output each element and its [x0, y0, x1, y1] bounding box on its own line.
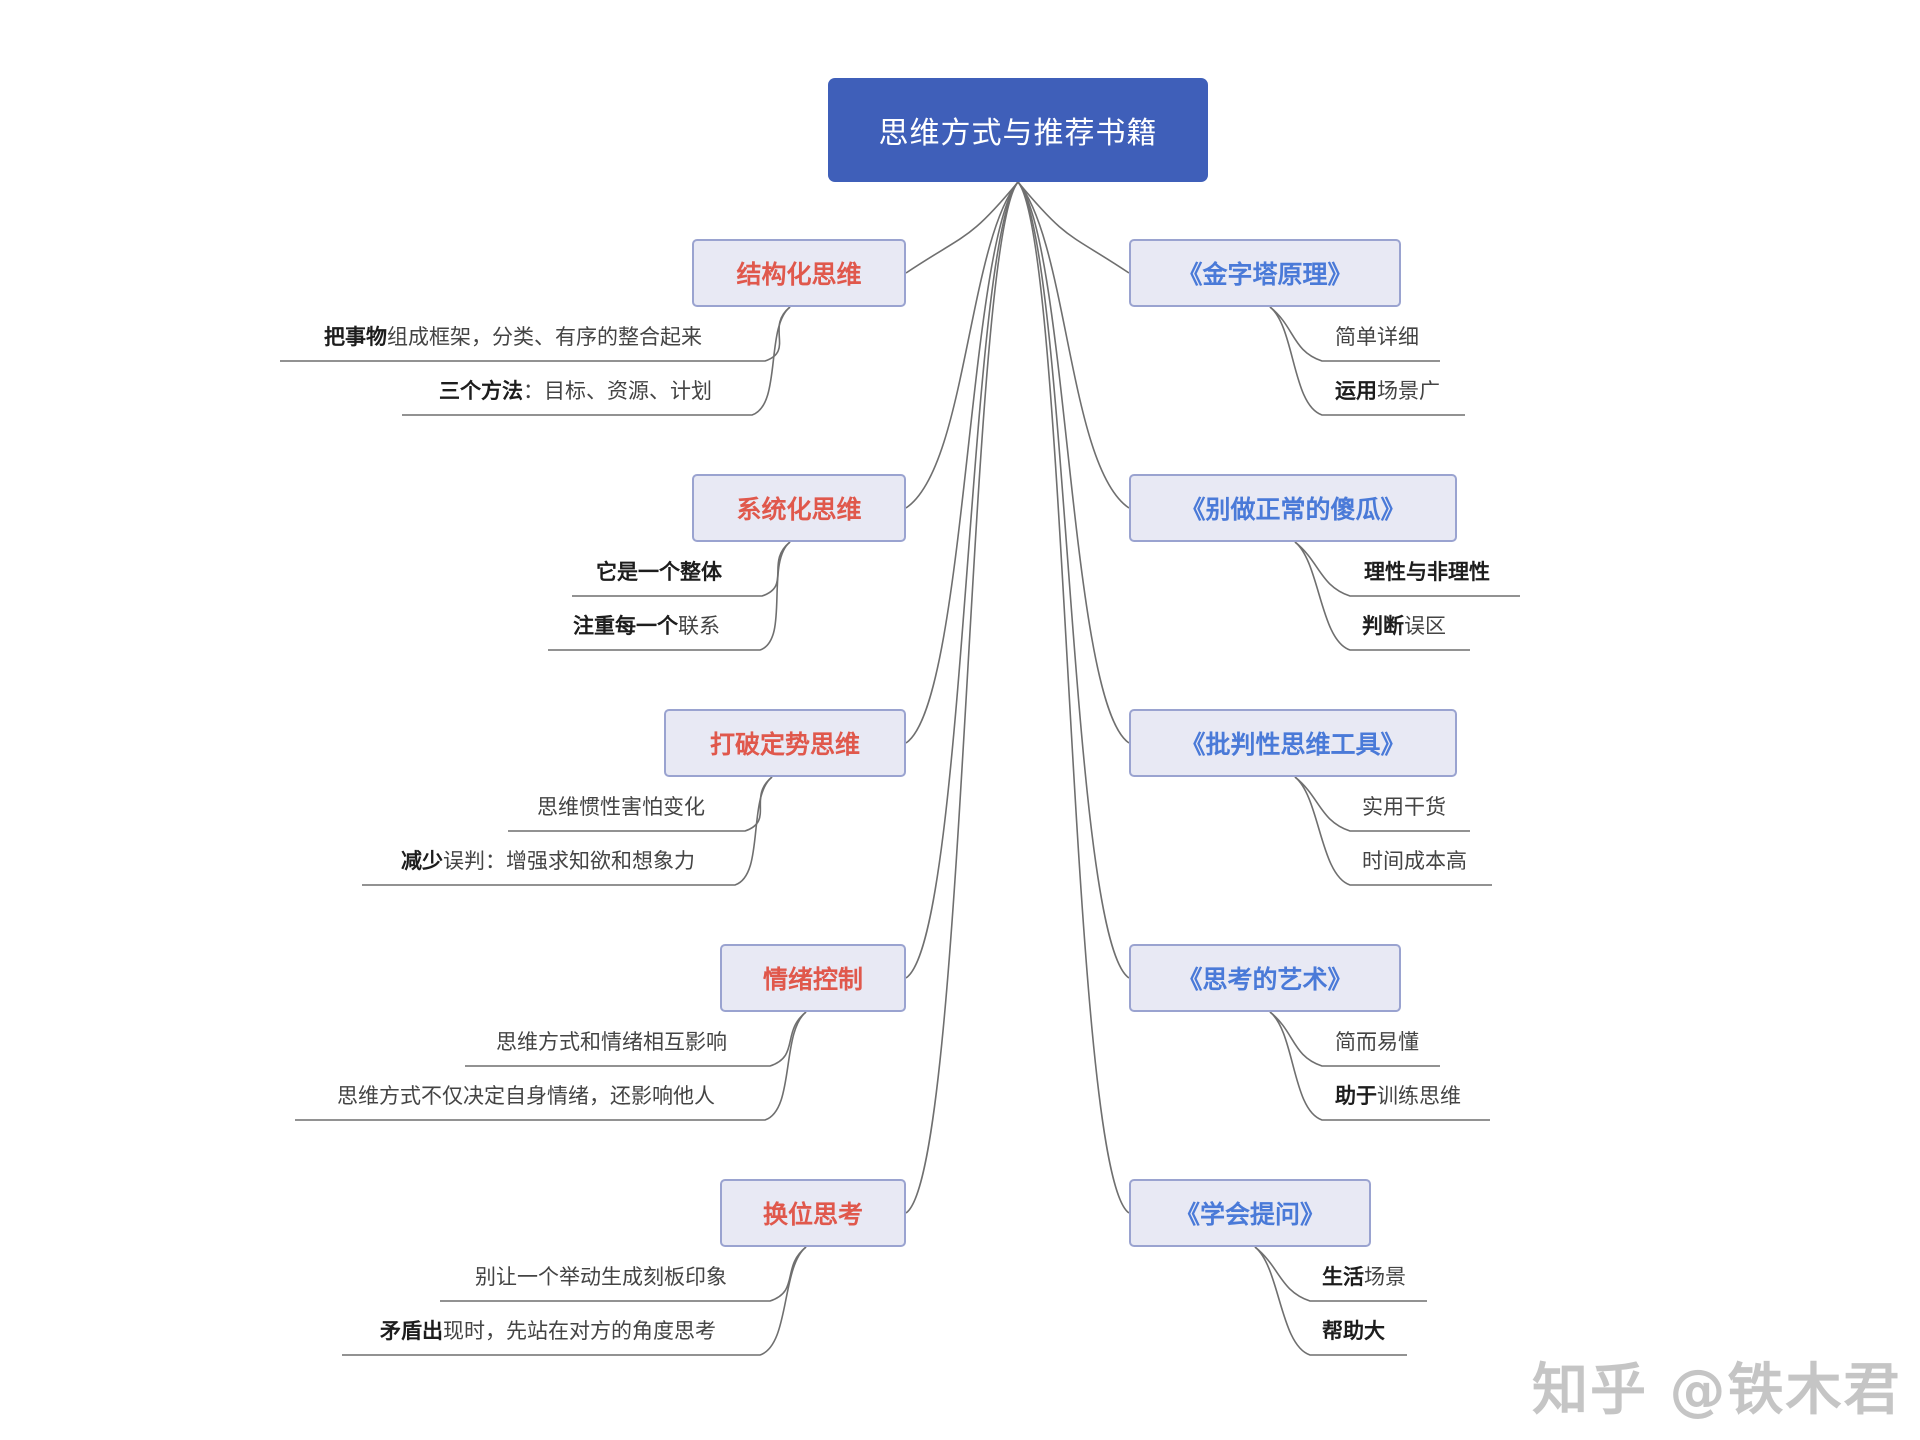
- topic-book-normal-fool[interactable]: 《别做正常的傻瓜》: [1129, 474, 1457, 542]
- leaf-art-2: 助于训练思维: [1335, 1084, 1461, 1108]
- root-link-left-1: [905, 181, 1019, 509]
- topic-book-critical-thinking-tools[interactable]: 《批判性思维工具》: [1129, 709, 1457, 777]
- leaf-mindset-2: 减少误判：增强求知欲和想象力: [401, 849, 695, 873]
- leaf-link-right-1-0: [1294, 541, 1520, 597]
- topic-emotion-control[interactable]: 情绪控制: [720, 944, 906, 1012]
- leaf-critical-2: 时间成本高: [1362, 849, 1467, 873]
- root-link-right-0: [1017, 181, 1130, 274]
- root-link-left-0: [905, 181, 1019, 274]
- leaf-link-right-3-0: [1269, 1011, 1440, 1067]
- leaf-link-right-4-0: [1254, 1246, 1427, 1302]
- root-link-left-4: [905, 181, 1019, 1214]
- leaf-systematic-2: 注重每一个联系: [573, 614, 720, 638]
- root-link-left-2: [905, 181, 1019, 744]
- leaf-asking-2: 帮助大: [1322, 1319, 1385, 1343]
- leaf-pyramid-2: 运用场景广: [1335, 379, 1440, 403]
- leaf-link-right-3-1: [1269, 1011, 1490, 1121]
- leaf-emotion-1: 思维方式和情绪相互影响: [496, 1030, 727, 1054]
- topic-structured-thinking[interactable]: 结构化思维: [692, 239, 906, 307]
- leaf-link-left-0-1: [402, 306, 791, 416]
- leaf-link-right-0-0: [1269, 306, 1440, 362]
- leaf-mindset-1: 思维惯性害怕变化: [537, 795, 705, 819]
- leaf-critical-1: 实用干货: [1362, 795, 1446, 819]
- leaf-link-right-4-1: [1254, 1246, 1407, 1356]
- leaf-empathy-1: 别让一个举动生成刻板印象: [475, 1265, 727, 1289]
- leaf-normal-fool-2: 判断误区: [1362, 614, 1446, 638]
- topic-book-art-of-thinking[interactable]: 《思考的艺术》: [1129, 944, 1401, 1012]
- topic-empathy-thinking[interactable]: 换位思考: [720, 1179, 906, 1247]
- root-link-left-3: [905, 181, 1019, 979]
- topic-book-pyramid-principle[interactable]: 《金字塔原理》: [1129, 239, 1401, 307]
- leaf-link-right-2-0: [1294, 776, 1470, 832]
- root-link-right-3: [1017, 181, 1130, 979]
- leaf-normal-fool-1: 理性与非理性: [1364, 560, 1490, 584]
- root-link-right-4: [1017, 181, 1130, 1214]
- leaf-link-left-1-1: [548, 541, 791, 651]
- topic-systematic-thinking[interactable]: 系统化思维: [692, 474, 906, 542]
- leaf-structured-2: 三个方法：目标、资源、计划: [439, 379, 712, 403]
- leaf-art-1: 简而易懂: [1335, 1030, 1419, 1054]
- root-link-right-1: [1017, 181, 1130, 509]
- root-link-right-2: [1017, 181, 1130, 744]
- leaf-link-left-3-1: [295, 1011, 807, 1121]
- leaf-link-left-2-1: [362, 776, 773, 886]
- leaf-asking-1: 生活场景: [1322, 1265, 1406, 1289]
- leaf-emotion-2: 思维方式不仅决定自身情绪，还影响他人: [337, 1084, 715, 1108]
- topic-break-mindset[interactable]: 打破定势思维: [664, 709, 906, 777]
- leaf-link-right-0-1: [1269, 306, 1465, 416]
- leaf-link-right-1-1: [1294, 541, 1470, 651]
- watermark: 知乎 @铁木君: [1532, 1358, 1902, 1423]
- leaf-systematic-1: 它是一个整体: [596, 560, 722, 584]
- leaf-empathy-2: 矛盾出现时，先站在对方的角度思考: [380, 1319, 716, 1343]
- leaf-structured-1: 把事物组成框架，分类、有序的整合起来: [324, 325, 702, 349]
- leaf-link-left-4-1: [342, 1246, 807, 1356]
- leaf-pyramid-1: 简单详细: [1335, 325, 1419, 349]
- leaf-link-right-2-1: [1294, 776, 1492, 886]
- root-topic[interactable]: 思维方式与推荐书籍: [828, 78, 1208, 182]
- topic-book-asking-questions[interactable]: 《学会提问》: [1129, 1179, 1371, 1247]
